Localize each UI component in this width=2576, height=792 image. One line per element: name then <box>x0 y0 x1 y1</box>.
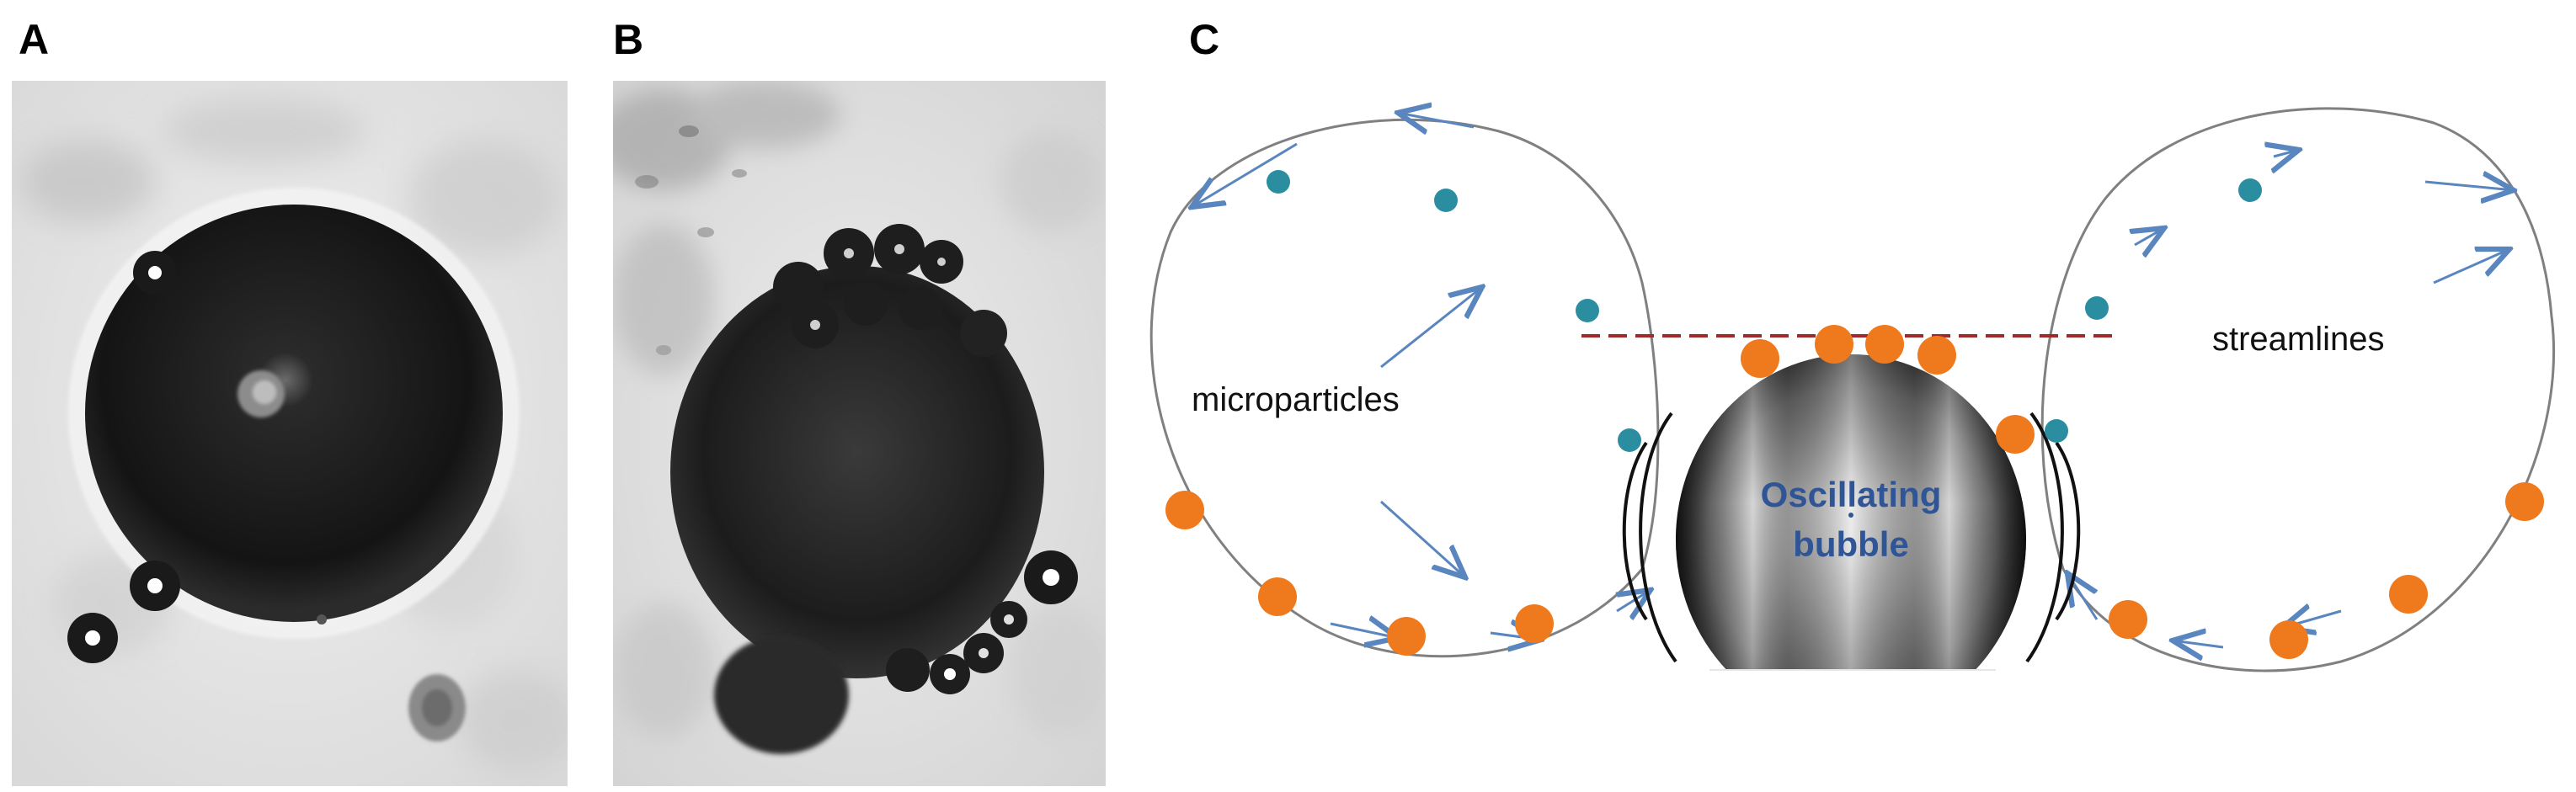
oscillation-arcs <box>1622 412 2081 663</box>
bubble-label-line2: bubble <box>1793 524 1909 564</box>
orange-particles <box>1165 325 2544 659</box>
diagram-c: Oscillating bubble <box>1120 81 2576 792</box>
teal-particles <box>1267 170 2262 452</box>
oscillating-bubble <box>1659 354 2046 763</box>
panel-label-a: A <box>19 16 50 63</box>
panel-label-c: C <box>1189 16 1220 63</box>
bubble-b <box>670 266 1044 678</box>
micrograph-a <box>12 81 568 786</box>
bubble-label-line1: Oscillating <box>1761 475 1942 514</box>
label-microparticles: microparticles <box>1192 381 1400 418</box>
streamline-left <box>1149 118 1660 658</box>
particles-a <box>67 251 180 663</box>
bubble-a <box>85 205 503 622</box>
streamline-right <box>2040 107 2556 672</box>
micrograph-b <box>613 81 1106 786</box>
panel-label-b: B <box>613 16 644 63</box>
label-streamlines: streamlines <box>2212 321 2385 358</box>
particles-b <box>773 224 1078 694</box>
